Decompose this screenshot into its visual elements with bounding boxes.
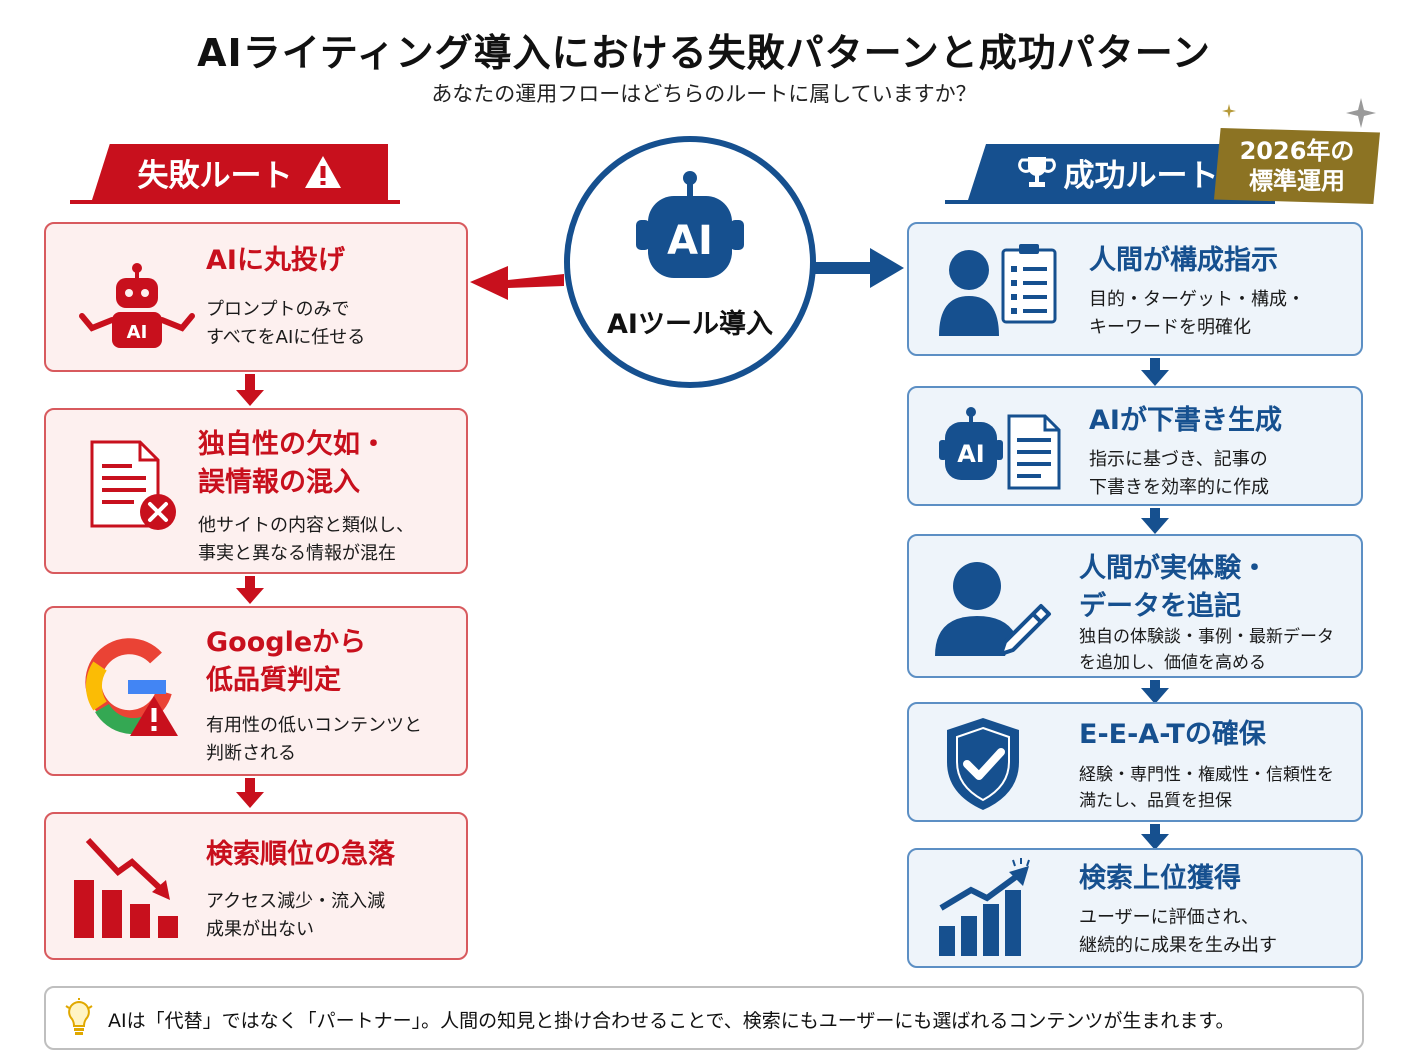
fail-arrow-1 — [236, 390, 264, 406]
person-pen-icon — [935, 562, 1051, 656]
robot-icon-text: AI — [667, 218, 713, 264]
robot-document-icon: AI — [939, 407, 1061, 490]
success-step-1-desc: 目的・ターゲット・構成・ キーワードを明確化 — [1089, 289, 1305, 338]
svg-text:AI: AI — [127, 322, 148, 343]
fail-step-3-title: Googleから 低品質判定 — [206, 627, 367, 696]
success-step-1-title: 人間が構成指示 — [1089, 245, 1278, 276]
success-route-label: 成功ルート — [1063, 157, 1219, 194]
success-step-2: AI AIが下書き生成 指示に基づき、記事の 下書きを効率的に作成 — [907, 386, 1363, 506]
fail-route-label: 失敗ルート — [137, 157, 293, 194]
success-step-5-desc: ユーザーに評価され、 継続的に成果を生み出す — [1079, 907, 1277, 956]
success-step-3: 人間が実体験・ データを追記 独自の体験談・事例・最新データ を追加し、価値を高… — [907, 534, 1363, 678]
fail-step-2-desc: 他サイトの内容と類似し、 事実と異なる情報が混在 — [198, 515, 414, 564]
warning-icon — [304, 156, 341, 188]
fail-step-4-desc: アクセス減少・流入減 成果が出ない — [206, 891, 386, 940]
fail-step-1-title: AIに丸投げ — [206, 245, 345, 276]
footer-note — [44, 986, 1364, 1050]
arrow-to-success — [814, 248, 904, 288]
badge-line-2: 標準運用 — [1249, 167, 1345, 195]
success-route-underline — [945, 200, 1275, 204]
fail-step-2-title: 独自性の欠如・ 誤情報の混入 — [198, 429, 387, 498]
svg-text:AI: AI — [957, 440, 985, 468]
success-arrow-3-stem — [1150, 680, 1160, 688]
success-arrow-2-stem — [1150, 508, 1160, 518]
fail-arrow-1-stem — [245, 374, 255, 390]
fail-step-1-desc: プロンプトのみで すべてをAIに任せる — [206, 299, 366, 348]
document-error-icon — [90, 440, 176, 530]
success-arrow-4 — [1141, 834, 1169, 850]
fail-arrow-2 — [236, 588, 264, 604]
success-step-5-title: 検索上位獲得 — [1079, 863, 1241, 894]
sparkle-small-icon — [1222, 104, 1236, 118]
arrow-to-fail — [470, 266, 564, 300]
fail-arrow-2-stem — [245, 576, 255, 588]
person-checklist-icon — [939, 244, 1057, 336]
fail-step-4-title: 検索順位の急落 — [206, 839, 395, 870]
sparkle-icon — [1346, 98, 1376, 128]
success-step-2-desc: 指示に基づき、記事の 下書きを効率的に作成 — [1089, 449, 1269, 498]
google-warning-icon — [85, 638, 178, 736]
chart-down-icon — [74, 837, 178, 938]
fail-step-3: Googleから 低品質判定 有用性の低いコンテンツと 判断される — [44, 606, 468, 776]
success-arrow-1-stem — [1150, 358, 1160, 370]
success-arrow-2 — [1141, 518, 1169, 534]
hub-label: AIツール導入 — [607, 309, 773, 340]
success-step-1: 人間が構成指示 目的・ターゲット・構成・ キーワードを明確化 — [907, 222, 1363, 356]
success-arrow-3 — [1141, 688, 1169, 704]
robot-icon: AI — [636, 171, 744, 278]
success-step-3-desc: 独自の体験談・事例・最新データ を追加し、価値を高める — [1079, 627, 1334, 673]
success-step-4-title: E-E-A-Tの確保 — [1079, 719, 1266, 750]
chart-up-icon — [939, 858, 1030, 956]
footer-text: AIは「代替」ではなく「パートナー」。人間の知見と掛け合わせることで、検索にもユ… — [108, 1010, 1235, 1032]
success-arrow-1 — [1141, 370, 1169, 386]
fail-step-4: 検索順位の急落 アクセス減少・流入減 成果が出ない — [44, 812, 468, 960]
fail-route-banner: 失敗ルート — [92, 144, 388, 200]
lightbulb-icon — [65, 998, 93, 1035]
success-step-2-title: AIが下書き生成 — [1089, 405, 1282, 436]
robot-shrug-icon: AI — [79, 263, 195, 348]
standard-operation-badge: 2026年の 標準運用 — [1214, 128, 1380, 204]
fail-step-2: 独自性の欠如・ 誤情報の混入 他サイトの内容と類似し、 事実と異なる情報が混在 — [44, 408, 468, 574]
fail-step-1: AI AIに丸投げ プロンプトのみで すべてをAIに任せる — [44, 222, 468, 372]
page-subtitle: あなたの運用フローはどちらのルートに属していますか？ — [431, 82, 977, 106]
trophy-icon — [1017, 157, 1056, 187]
fail-route-underline — [70, 200, 400, 204]
fail-arrow-3-stem — [245, 778, 255, 792]
success-step-3-title: 人間が実体験・ データを追記 — [1079, 553, 1268, 622]
fail-step-3-desc: 有用性の低いコンテンツと 判断される — [206, 715, 422, 764]
fail-arrow-3 — [236, 792, 264, 808]
badge-line-1: 2026年の — [1239, 137, 1355, 165]
success-step-4-desc: 経験・専門性・権威性・信頼性を 満たし、品質を担保 — [1079, 765, 1334, 811]
success-step-5: 検索上位獲得 ユーザーに評価され、 継続的に成果を生み出す — [907, 848, 1363, 968]
success-arrow-4-stem — [1150, 824, 1160, 834]
shield-check-icon — [947, 718, 1019, 810]
success-step-4: E-E-A-Tの確保 経験・専門性・権威性・信頼性を 満たし、品質を担保 — [907, 702, 1363, 822]
page-title: AIライティング導入における失敗パターンと成功パターン — [197, 31, 1211, 75]
